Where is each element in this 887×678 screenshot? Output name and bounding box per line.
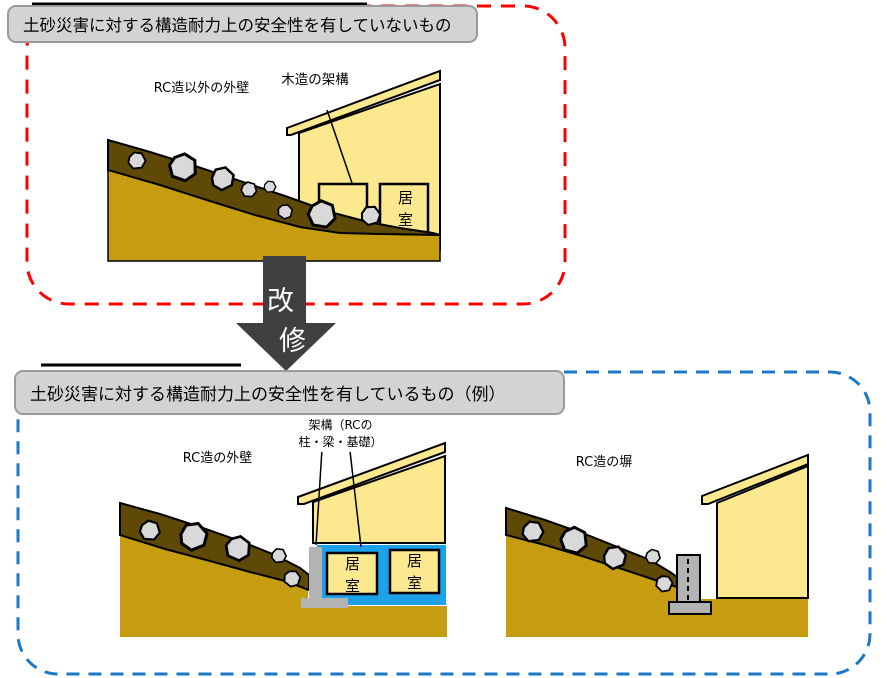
rock bbox=[521, 520, 545, 543]
renovation-arrow bbox=[236, 256, 336, 371]
top-room-label: 居室 bbox=[396, 190, 414, 234]
bl-room1-label: 居室 bbox=[343, 556, 361, 600]
renovation-arrow-label-2: 修 bbox=[279, 326, 306, 357]
bl-room-1 bbox=[325, 551, 379, 596]
bottom-right-scene-rc-fence bbox=[505, 453, 809, 637]
bottom-left-scene-rc-house bbox=[119, 441, 447, 637]
bl-room-2 bbox=[388, 548, 441, 595]
bl-rc-wall-footing bbox=[301, 598, 348, 608]
top-scene-unsafe-house bbox=[107, 69, 441, 262]
bl-frame-label: 架構（RCの 柱・梁・基礎） bbox=[288, 415, 393, 452]
bl-rc-retaining-wall bbox=[309, 547, 322, 599]
br-rc-fence-footing bbox=[668, 601, 712, 615]
top-outer-wall-label: RC造以外の外壁 bbox=[140, 75, 263, 98]
bl-house-body bbox=[312, 454, 446, 544]
bl-house-roof bbox=[297, 441, 446, 505]
top-wood-frame-label: 木造の架構 bbox=[268, 66, 362, 90]
wood-frame-leader-line bbox=[326, 109, 353, 184]
bl-frame-leader-line-1 bbox=[315, 448, 323, 546]
renovation-arrow-label-1: 改 bbox=[267, 286, 294, 317]
bl-frame-leader-line-2 bbox=[349, 450, 362, 548]
bl-outer-wall-label: RC造の外壁 bbox=[168, 444, 267, 468]
top-section-title: 土砂災害に対する構造耐力上の安全性を有していないもの bbox=[7, 5, 478, 43]
rock bbox=[270, 547, 288, 564]
rock bbox=[127, 151, 147, 170]
bl-frame-label-line2: 柱・梁・基礎） bbox=[298, 434, 383, 449]
bl-frame-label-line1: 架構（RCの bbox=[308, 417, 373, 432]
rock bbox=[263, 180, 277, 193]
br-house-roof bbox=[701, 453, 809, 505]
bl-ground bbox=[120, 535, 447, 637]
top-house-roof bbox=[286, 69, 441, 136]
bottom-section-title: 土砂災害に対する構造耐力上の安全性を有しているもの（例） bbox=[14, 370, 565, 415]
br-house-body bbox=[716, 464, 809, 599]
br-fence-label: RC造の塀 bbox=[558, 446, 650, 474]
bl-room2-label: 居室 bbox=[405, 553, 423, 597]
